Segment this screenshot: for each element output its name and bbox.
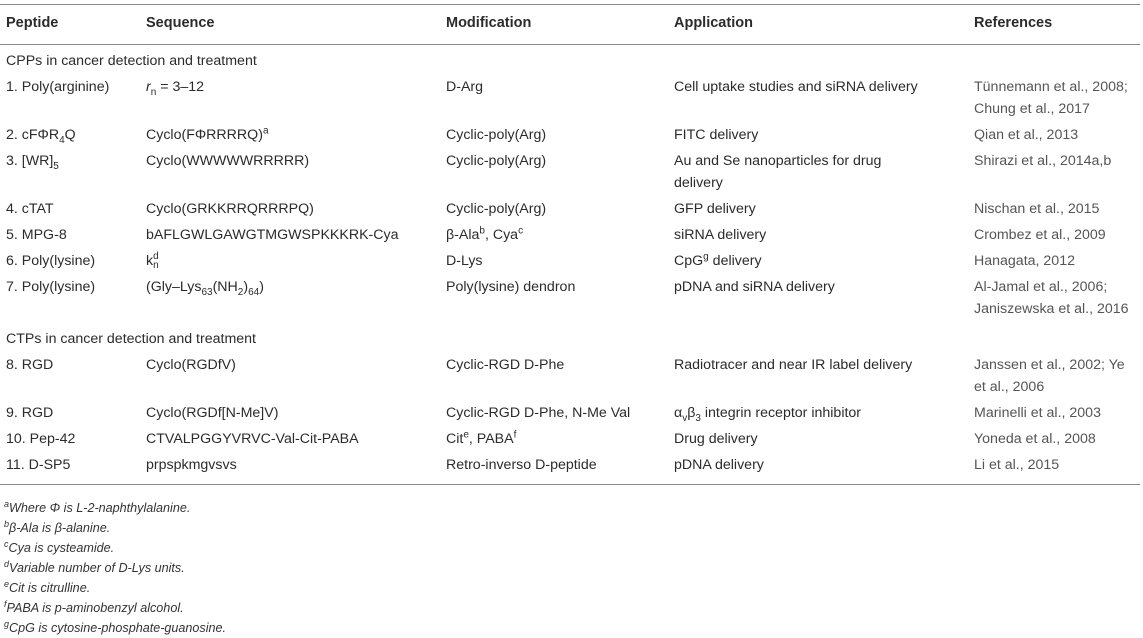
sequence-cell: prpspkmgvsvs — [146, 457, 237, 473]
modification-cell: Retro-inverso D-peptide — [446, 457, 597, 473]
reference-cell: Nischan et al., 2015 — [974, 201, 1100, 217]
sequence-cell: bAFLGWLGAWGTMGWSPKKKRK-Cya — [146, 227, 399, 243]
table-row: 4. cTAT Cyclo(GRKKRRQRRRPQ) Cyclic-poly(… — [0, 197, 1140, 223]
application-cell: FITC delivery — [674, 127, 759, 143]
peptide-cell: 3. [WR]5 — [6, 153, 59, 172]
reference-cell: Marinelli et al., 2003 — [974, 405, 1101, 421]
section-title: CTPs in cancer detection and treatment — [6, 331, 256, 347]
header-references: References — [968, 4, 1140, 45]
sequence-cell: Cyclo(RGDfV) — [146, 357, 236, 373]
footnote: fPABA is p-aminobenzyl alcohol. — [4, 598, 184, 615]
peptide-table: Peptide Sequence Modification Applicatio… — [0, 4, 1140, 485]
sequence-cell: (Gly–Lys63(NH2)64) — [146, 279, 264, 298]
table-row: 2. cFΦR4Q Cyclo(FΦRRRRQ)a Cyclic-poly(Ar… — [0, 123, 1140, 149]
footnote: eCit is citrulline. — [4, 578, 91, 595]
modification-cell: D-Lys — [446, 253, 483, 269]
peptide-cell: 1. Poly(arginine) — [6, 79, 110, 95]
application-cell: pDNA and siRNA delivery — [674, 279, 835, 295]
sequence-cell: rn = 3–12 — [146, 79, 205, 98]
modification-cell: Cyclic-poly(Arg) — [446, 127, 547, 143]
table-row: 7. Poly(lysine) (Gly–Lys63(NH2)64) Poly(… — [0, 275, 1140, 323]
sequence-cell: Cyclo(GRKKRRQRRRPQ) — [146, 201, 314, 217]
modification-cell: Cyclic-RGD D-Phe — [446, 357, 565, 373]
application-cell: Radiotracer and near IR label delivery — [674, 357, 913, 373]
section-row-ctp: CTPs in cancer detection and treatment — [0, 323, 1140, 353]
reference-cell: Hanagata, 2012 — [974, 253, 1075, 269]
peptide-cell: 9. RGD — [6, 405, 54, 421]
application-cell: CpGg delivery — [674, 251, 762, 269]
peptide-cell: 7. Poly(lysine) — [6, 279, 96, 295]
footnote: aWhere Φ is L-2-naphthylalanine. — [4, 498, 191, 515]
footnote: gCpG is cytosine-phosphate-guanosine. — [4, 618, 227, 635]
peptide-cell: 8. RGD — [6, 357, 54, 373]
application-cell: Drug delivery — [674, 431, 758, 447]
sequence-cell: Cyclo(FΦRRRRQ)a — [146, 125, 269, 143]
reference-cell: Shirazi et al., 2014a,b — [974, 153, 1112, 169]
table-row: 11. D-SP5 prpspkmgvsvs Retro-inverso D-p… — [0, 453, 1140, 485]
sequence-cell: Cyclo(WWWWWRRRRR) — [146, 153, 310, 169]
modification-cell: Cyclic-RGD D-Phe, N-Me Val — [446, 405, 631, 421]
header-sequence: Sequence — [140, 4, 440, 45]
table-row: 8. RGD Cyclo(RGDfV) Cyclic-RGD D-Phe Rad… — [0, 353, 1140, 401]
modification-cell: Cite, PABAf — [446, 429, 517, 447]
header-modification: Modification — [440, 4, 668, 45]
modification-cell: Cyclic-poly(Arg) — [446, 201, 547, 217]
peptide-cell: 11. D-SP5 — [6, 457, 71, 473]
peptide-cell: 10. Pep-42 — [6, 431, 76, 447]
reference-cell: Tünnemann et al., 2008;Chung et al., 201… — [974, 79, 1128, 117]
peptide-cell: 6. Poly(lysine) — [6, 253, 96, 269]
reference-cell: Qian et al., 2013 — [974, 127, 1079, 143]
modification-cell: D-Arg — [446, 79, 484, 95]
sequence-cell: CTVALPGGYVRVC-Val-Cit-PABA — [146, 431, 359, 447]
application-cell: αvβ3 integrin receptor inhibitor — [674, 405, 862, 424]
reference-cell: Crombez et al., 2009 — [974, 227, 1106, 243]
peptide-cell: 5. MPG-8 — [6, 227, 67, 243]
application-cell: siRNA delivery — [674, 227, 767, 243]
application-cell: GFP delivery — [674, 201, 756, 217]
footnote: cCya is cysteamide. — [4, 538, 115, 555]
section-title: CPPs in cancer detection and treatment — [6, 53, 257, 69]
table-row: 10. Pep-42 CTVALPGGYVRVC-Val-Cit-PABA Ci… — [0, 427, 1140, 453]
section-row-cpp: CPPs in cancer detection and treatment — [0, 45, 1140, 76]
footnote: dVariable number of D-Lys units. — [4, 558, 185, 575]
application-cell: Cell uptake studies and siRNA delivery — [674, 79, 918, 95]
reference-cell: Al-Jamal et al., 2006;Janiszewska et al.… — [974, 279, 1129, 317]
reference-cell: Yoneda et al., 2008 — [974, 431, 1096, 447]
peptide-cell: 2. cFΦR4Q — [6, 127, 76, 146]
peptide-cell: 4. cTAT — [6, 201, 54, 217]
footnote: bβ-Ala is β-alanine. — [4, 518, 111, 535]
modification-cell: Poly(lysine) dendron — [446, 279, 576, 295]
table-row: 5. MPG-8 bAFLGWLGAWGTMGWSPKKKRK-Cya β-Al… — [0, 223, 1140, 249]
sequence-cell: Cyclo(RGDf[N-Me]V) — [146, 405, 279, 421]
modification-cell: Cyclic-poly(Arg) — [446, 153, 547, 169]
modification-cell: β-Alab, Cyac — [446, 225, 524, 243]
table-row: 3. [WR]5 Cyclo(WWWWWRRRRR) Cyclic-poly(A… — [0, 149, 1140, 197]
header-row: Peptide Sequence Modification Applicatio… — [0, 4, 1140, 45]
header-application: Application — [668, 4, 968, 45]
table-row: 9. RGD Cyclo(RGDf[N-Me]V) Cyclic-RGD D-P… — [0, 401, 1140, 427]
footnotes: aWhere Φ is L-2-naphthylalanine. bβ-Ala … — [4, 498, 226, 638]
application-cell: pDNA delivery — [674, 457, 764, 473]
table-row: 1. Poly(arginine) rn = 3–12 D-Arg Cell u… — [0, 75, 1140, 123]
header-peptide: Peptide — [0, 4, 140, 45]
reference-cell: Li et al., 2015 — [974, 457, 1060, 473]
